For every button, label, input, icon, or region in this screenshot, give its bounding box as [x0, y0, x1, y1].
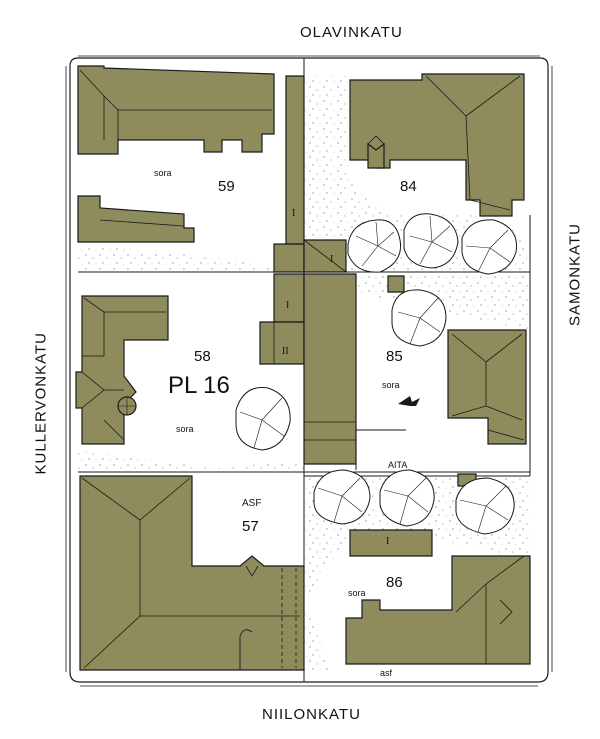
building-84-main	[349, 73, 525, 217]
lot-58: 58	[194, 348, 211, 365]
building-57-main	[79, 475, 305, 671]
mark-i-86: I	[386, 536, 390, 547]
building-middle-strip	[303, 273, 357, 465]
fence-label: AITA	[388, 460, 408, 470]
block-label: PL 16	[168, 372, 230, 399]
mark-i-84: I	[330, 254, 334, 265]
tree-icon	[347, 219, 402, 273]
tree-icon	[391, 289, 447, 347]
mark-i-58: I	[286, 300, 290, 311]
building-59-lower	[77, 195, 195, 243]
tree-icon	[313, 469, 371, 525]
surface-sora-58: sora	[176, 424, 194, 434]
street-west: KULLERVONKATU	[32, 332, 50, 475]
building-58-main	[75, 295, 169, 445]
street-north: OLAVINKATU	[300, 24, 403, 41]
surface-sora-85: sora	[382, 380, 400, 390]
block-boundary	[69, 57, 549, 683]
lot-85: 85	[386, 348, 403, 365]
street-east: SAMONKATU	[566, 223, 584, 326]
building-85-main	[447, 329, 527, 445]
outbuilding-86	[349, 529, 433, 557]
lot-86: 86	[386, 574, 403, 591]
outbuilding-85	[387, 275, 405, 293]
tree-icon	[379, 469, 435, 527]
lot-57: 57	[242, 518, 259, 535]
building-86-main	[345, 555, 531, 665]
outbuilding-58-i	[273, 273, 305, 323]
trees	[235, 213, 518, 535]
mark-ii-58: II	[282, 346, 289, 357]
tree-icon	[403, 213, 459, 269]
tree-icon	[455, 477, 515, 535]
buildings	[75, 65, 531, 671]
street-south: NIILONKATU	[262, 706, 361, 723]
tree-icon	[461, 219, 518, 275]
surface-asf-bottom: asf	[380, 668, 393, 678]
tree-icon	[235, 386, 291, 451]
surface-sora-59: sora	[154, 168, 172, 178]
mark-i-59: I	[292, 208, 296, 219]
north-arrow-icon	[398, 396, 420, 406]
outbuilding-58-ii	[259, 321, 305, 365]
surface-sora-86: sora	[348, 588, 366, 598]
lot-84: 84	[400, 178, 417, 195]
surface-asf-57: ASF	[242, 498, 262, 509]
lot-59: 59	[218, 178, 235, 195]
